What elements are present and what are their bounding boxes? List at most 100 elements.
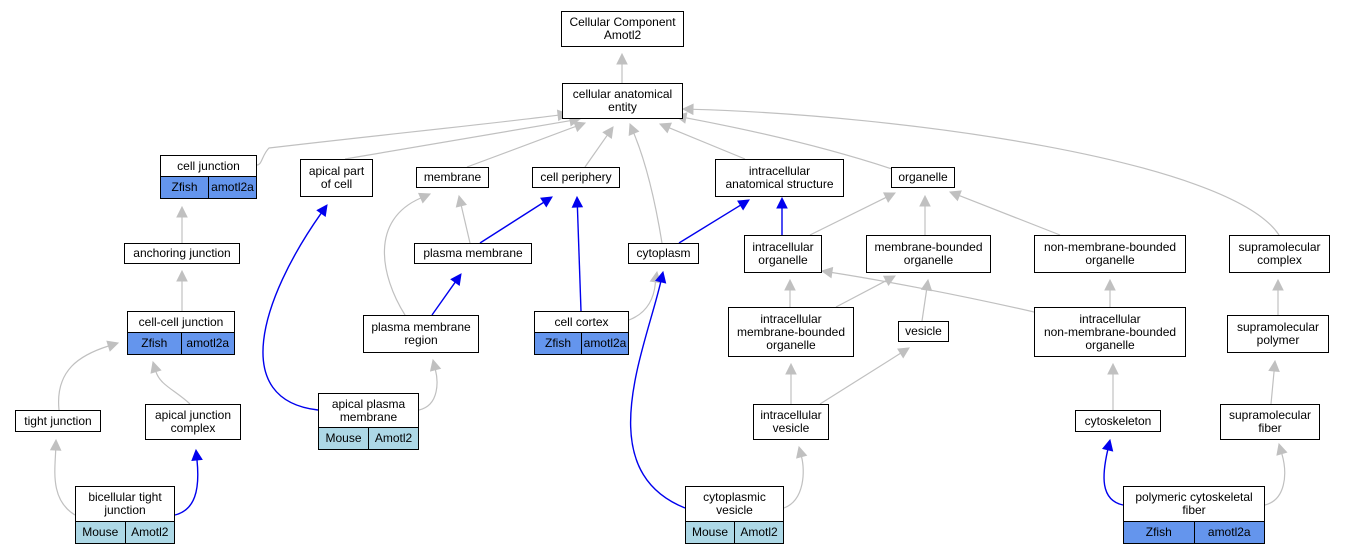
edge-csk-to-inmbo: [1107, 362, 1119, 410]
edge-cv-to-cyto: [629, 270, 686, 509]
term-label: cell-cell junction: [138, 314, 224, 329]
term-label: plasma membrane region: [371, 320, 471, 347]
edge-ccj-to-aj: [176, 269, 188, 311]
term-label: cytoplasmic vesicle: [703, 490, 766, 517]
edge-nmbo-to-org: [948, 190, 1061, 236]
term-node-mbo[interactable]: membrane-bounded organelle: [866, 235, 991, 273]
term-node-nmbo[interactable]: non-membrane-bounded organelle: [1034, 235, 1186, 273]
edge-line: [628, 281, 657, 321]
gene-tag: Amotl2: [124, 522, 175, 543]
term-label: supramolecular complex: [1238, 240, 1321, 267]
edge-cyto-to-cae: [628, 122, 663, 244]
species-tag: Zfish: [1145, 525, 1172, 539]
gene-tag: amotl2a: [1193, 522, 1265, 543]
term-node-mem[interactable]: membrane: [416, 167, 489, 188]
edge-line: [262, 212, 322, 411]
term-node-cper[interactable]: cell periphery: [532, 167, 620, 188]
edge-ias-to-cae: [658, 122, 746, 160]
term-node-inmbo[interactable]: intracellular non-membrane-bounded organ…: [1034, 307, 1186, 357]
term-label: Cellular Component Amotl2: [569, 15, 676, 42]
species-tag: Mouse: [691, 525, 729, 539]
annotation-row: Zfish amotl2a: [1124, 521, 1264, 543]
edge-iv-to-ves: [819, 347, 910, 405]
term-node-org[interactable]: organelle: [891, 167, 955, 188]
term-label: cytoplasm: [636, 246, 691, 260]
edge-line: [633, 132, 663, 244]
term-node-smc[interactable]: supramolecular complex: [1229, 235, 1330, 273]
edge-line: [418, 369, 438, 411]
edge-line: [629, 281, 686, 509]
edge-arrowhead: [540, 196, 553, 208]
edge-btj-to-ajc: [174, 448, 203, 516]
term-label: anchoring junction: [133, 246, 231, 260]
edge-line: [819, 352, 901, 405]
term-node-ves[interactable]: vesicle: [898, 321, 949, 342]
gene-tag: amotl2a: [208, 177, 256, 198]
edge-arrowhead: [573, 121, 587, 133]
term-label: organelle: [898, 170, 948, 184]
edge-line: [466, 125, 576, 168]
edge-line: [431, 281, 456, 316]
edge-arrowhead: [628, 122, 640, 136]
edge-arrowhead: [919, 194, 931, 207]
edge-tj-to-ccj: [58, 340, 120, 411]
edge-arrowhead: [948, 190, 962, 202]
edge-arrowhead: [191, 448, 203, 461]
edge-line: [58, 345, 109, 411]
edge-pmr-to-pm: [431, 273, 462, 316]
term-node-imbo[interactable]: intracellular membrane-bounded organelle: [728, 307, 854, 357]
edge-arrowhead: [1104, 278, 1116, 291]
edge-aj-to-cj: [176, 205, 188, 243]
term-node-ias[interactable]: intracellular anatomical structure: [715, 159, 844, 197]
edge-line: [155, 371, 191, 405]
term-node-cyto[interactable]: cytoplasm: [628, 243, 699, 264]
edge-inmbo-to-nmbo: [1104, 278, 1116, 307]
term-node-smp[interactable]: supramolecular polymer: [1227, 315, 1329, 353]
term-label: non-membrane-bounded organelle: [1043, 240, 1177, 267]
term-node-io[interactable]: intracellular organelle: [744, 235, 822, 273]
term-label: vesicle: [905, 324, 942, 338]
gene-tag: Amotl2: [368, 428, 418, 449]
term-label: cell junction: [177, 158, 240, 173]
term-node-pm[interactable]: plasma membrane: [414, 243, 532, 264]
species-tag: Mouse: [325, 431, 362, 445]
term-node-apc[interactable]: apical part of cell: [300, 159, 373, 197]
term-node-cae[interactable]: cellular anatomical entity: [562, 83, 683, 119]
term-node-tj[interactable]: tight junction: [15, 410, 101, 432]
gene-tag: amotl2a: [180, 333, 235, 354]
species-tag: Zfish: [171, 180, 198, 194]
term-label: apical part of cell: [308, 164, 365, 191]
term-node-ajc[interactable]: apical junction complex: [145, 404, 241, 440]
term-node-aj[interactable]: anchoring junction: [124, 243, 240, 264]
term-node-pmr[interactable]: plasma membrane region: [363, 315, 479, 353]
edge-arrowhead: [796, 445, 808, 459]
edge-line: [1103, 449, 1124, 506]
term-node-iv[interactable]: intracellular vesicle: [753, 404, 829, 440]
edge-line: [809, 196, 887, 236]
term-label: plasma membrane: [423, 246, 523, 260]
term-node-csk[interactable]: cytoskeleton: [1075, 410, 1161, 432]
edge-apm-to-pmr: [418, 358, 442, 411]
edge-line: [256, 114, 559, 166]
edge-line: [479, 201, 544, 244]
edge-arrowhead: [49, 438, 62, 451]
term-node-root[interactable]: Cellular Component Amotl2: [561, 11, 684, 47]
edge-line: [1270, 370, 1275, 405]
edge-arrowhead: [316, 204, 328, 217]
edge-arrowhead: [450, 273, 462, 286]
term-node-smf[interactable]: supramolecular fiber: [1220, 404, 1320, 440]
edge-pmr-to-mem: [383, 192, 432, 316]
term-label: intracellular anatomical structure: [725, 164, 834, 191]
edge-iv-to-imbo: [785, 362, 797, 404]
edge-line: [1264, 453, 1286, 506]
